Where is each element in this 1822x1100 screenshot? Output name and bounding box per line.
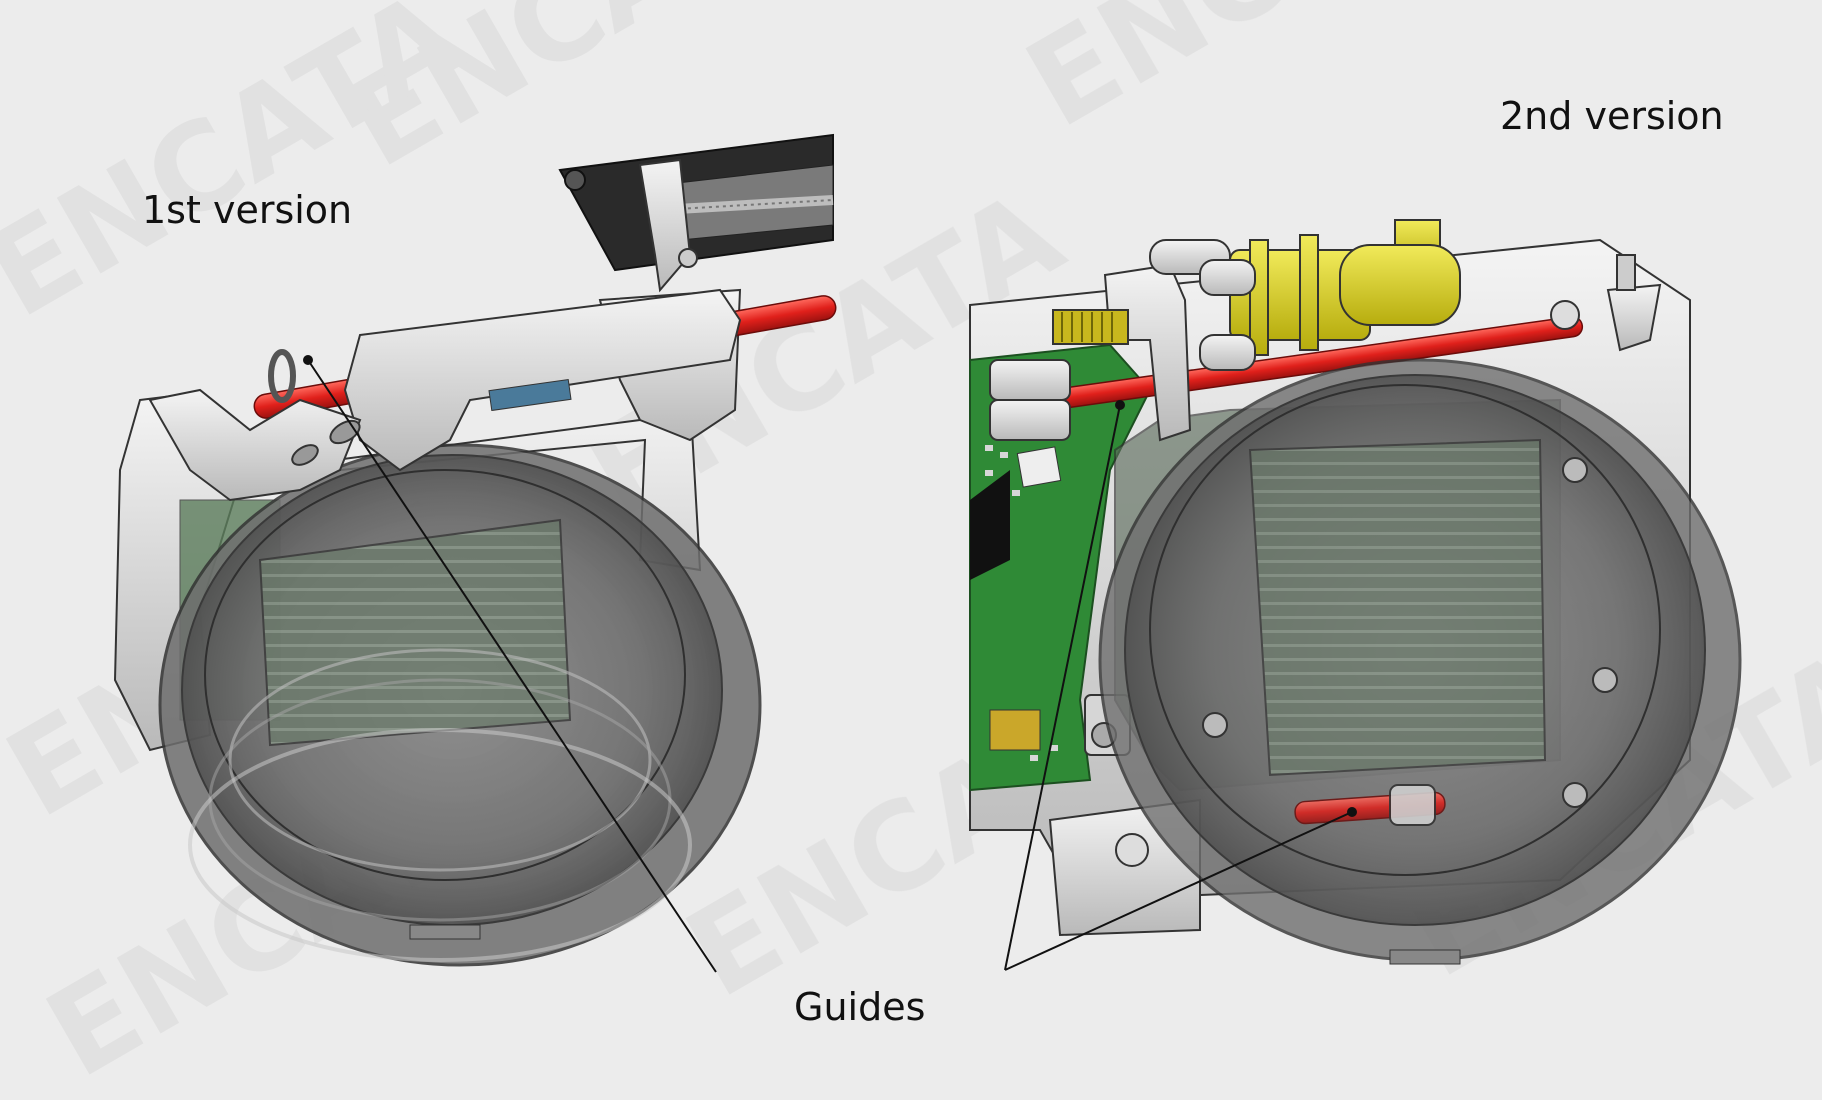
first-version-assembly	[113, 133, 837, 967]
guides-label: Guides	[794, 985, 926, 1029]
guide-rod-v2-bottom	[1294, 784, 1446, 826]
carriage-arm-v1	[148, 288, 742, 502]
lens-housing-v2	[1098, 358, 1742, 965]
pcb-board	[969, 343, 1152, 792]
yellow-actuator	[1229, 219, 1461, 356]
slider-track	[558, 133, 834, 293]
guide-leader-lines	[303, 355, 1357, 973]
first-version-label: 1st version	[142, 188, 353, 232]
carriage-v2	[989, 219, 1662, 442]
second-version-assembly	[969, 219, 1742, 965]
leader-line-v2-bottom	[1004, 811, 1353, 971]
second-version-label: 2nd version	[1500, 94, 1724, 138]
watermark-text: ENCATA	[1005, 0, 1524, 155]
leader-line-v1	[307, 359, 717, 973]
lens-housing-v1	[158, 443, 762, 967]
leader-line-v2-top	[1004, 404, 1121, 971]
